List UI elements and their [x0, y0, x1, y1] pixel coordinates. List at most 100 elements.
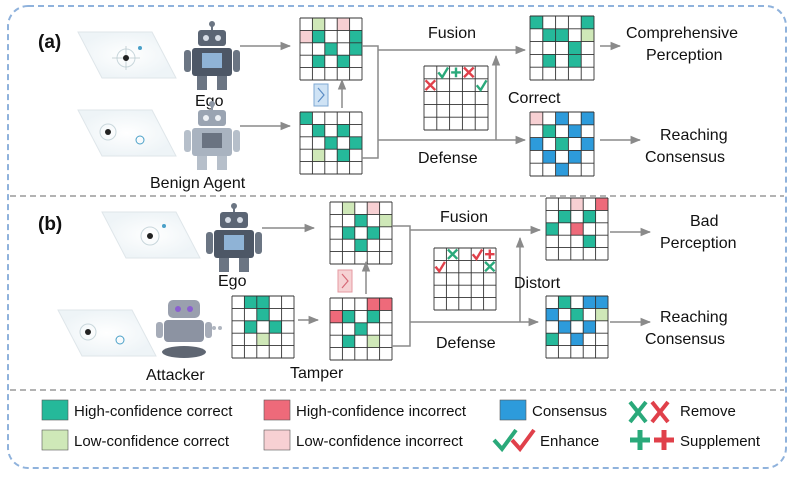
- grid-cell: [555, 163, 569, 176]
- grid-cell: [568, 54, 582, 68]
- grid-cell: [542, 150, 556, 164]
- grid-cell: [342, 226, 355, 240]
- enhance-mark-icon: [437, 66, 450, 80]
- grid-output-consensus-b: [545, 295, 609, 359]
- grid-cell: [583, 320, 596, 334]
- enhance-green-icon: [492, 428, 518, 453]
- grid-cell: [583, 235, 596, 248]
- robot-attacker-icon: [156, 300, 222, 358]
- grid-cell: [568, 41, 582, 55]
- legend-supplement: Supplement: [680, 433, 761, 450]
- tamper-label: Tamper: [290, 365, 344, 382]
- out-top-a-line2: Perception: [646, 47, 723, 64]
- legend-lc-incorrect: Low-confidence incorrect: [296, 433, 464, 450]
- correct-label: Correct: [508, 90, 561, 107]
- grid-cell: [349, 136, 362, 150]
- remove-green-icon: [628, 400, 648, 424]
- grid-cell: [542, 28, 556, 42]
- grid-cell: [300, 30, 313, 43]
- out-top-b-line1: Bad: [690, 213, 718, 230]
- grid-cell: [530, 16, 543, 29]
- legend-swatch-hc-correct: [41, 399, 69, 421]
- grid-cell: [244, 320, 257, 334]
- grid-cell: [312, 30, 325, 43]
- grid-cell: [570, 198, 584, 211]
- grid-cell: [546, 308, 559, 321]
- grid-cell: [256, 333, 270, 346]
- defense-label-b: Defense: [436, 335, 496, 352]
- supplement-green-icon: [630, 430, 650, 450]
- transmit-badge-b: [337, 269, 353, 293]
- grid-cell: [583, 210, 596, 223]
- attacker-label: Attacker: [146, 367, 205, 384]
- grid-output-consensus-a: [529, 111, 595, 177]
- grid-cell: [312, 149, 325, 162]
- map-thumbnail-ego-b: [101, 211, 201, 259]
- distort-label: Distort: [514, 275, 561, 292]
- grid-cell: [354, 214, 368, 227]
- grid-cell: [349, 42, 362, 56]
- grid-cell: [312, 55, 325, 68]
- grid-cell: [312, 124, 325, 137]
- map-thumbnail-ego-a: [77, 31, 177, 79]
- remove-mark-icon: [463, 66, 475, 79]
- grid-cell: [555, 137, 569, 151]
- grid-output-comprehensive: [529, 15, 595, 81]
- grid-cell: [269, 320, 282, 334]
- fusion-label-a: Fusion: [428, 25, 476, 42]
- legend-remove: Remove: [680, 403, 736, 420]
- supplement-mark-icon: [485, 249, 495, 259]
- grid-cell: [555, 112, 569, 125]
- grid-cell: [342, 310, 355, 323]
- grid-cell: [546, 222, 559, 236]
- grid-ego-a: [299, 17, 363, 81]
- grid-cell: [354, 322, 368, 336]
- grid-cell: [330, 310, 343, 323]
- grid-cell: [244, 296, 257, 309]
- panel-a-tag: (a): [38, 32, 61, 53]
- map-thumbnail-benign: [77, 109, 177, 157]
- grid-cell: [555, 28, 569, 42]
- grid-distortion-b: [433, 247, 497, 311]
- remove-mark-icon: [484, 261, 496, 273]
- grid-cell: [595, 296, 608, 309]
- grid-attacker-raw: [231, 295, 295, 359]
- grid-cell: [367, 202, 380, 215]
- grid-cell: [337, 149, 350, 162]
- grid-cell: [581, 137, 594, 151]
- grid-cell: [570, 222, 584, 236]
- outer-frame: [7, 5, 787, 469]
- grid-cell: [542, 54, 556, 68]
- grid-cell: [581, 16, 594, 29]
- grid-cell: [337, 55, 350, 68]
- grid-cell: [342, 335, 355, 348]
- grid-cell: [337, 124, 350, 137]
- robot-ego-a-icon: [184, 21, 240, 90]
- grid-cell: [312, 18, 325, 31]
- grid-cell: [595, 198, 608, 211]
- legend-swatch-lc-incorrect: [263, 429, 291, 451]
- ego-label-a: Ego: [195, 93, 224, 110]
- out-top-a-line1: Comprehensive: [626, 25, 738, 42]
- grid-cell: [349, 30, 362, 43]
- grid-cell: [558, 320, 571, 334]
- grid-cell: [354, 239, 368, 252]
- grid-ego-b: [329, 201, 393, 265]
- legend-enhance: Enhance: [540, 433, 599, 450]
- grid-background: [330, 202, 392, 264]
- grid-cell: [342, 202, 355, 215]
- grid-cell: [570, 308, 584, 321]
- grid-cell: [558, 296, 571, 309]
- grid-output-bad: [545, 197, 609, 261]
- out-bottom-b-line1: Reaching: [660, 309, 728, 326]
- grid-cell: [530, 137, 543, 151]
- grid-correction-a: [423, 65, 489, 131]
- legend-hc-correct: High-confidence correct: [74, 403, 233, 420]
- grid-cell: [542, 124, 556, 138]
- ego-label-b: Ego: [218, 273, 247, 290]
- grid-cell: [367, 310, 380, 323]
- supplement-mark-icon: [451, 67, 461, 78]
- grid-background: [434, 248, 496, 310]
- grid-cell: [256, 296, 270, 309]
